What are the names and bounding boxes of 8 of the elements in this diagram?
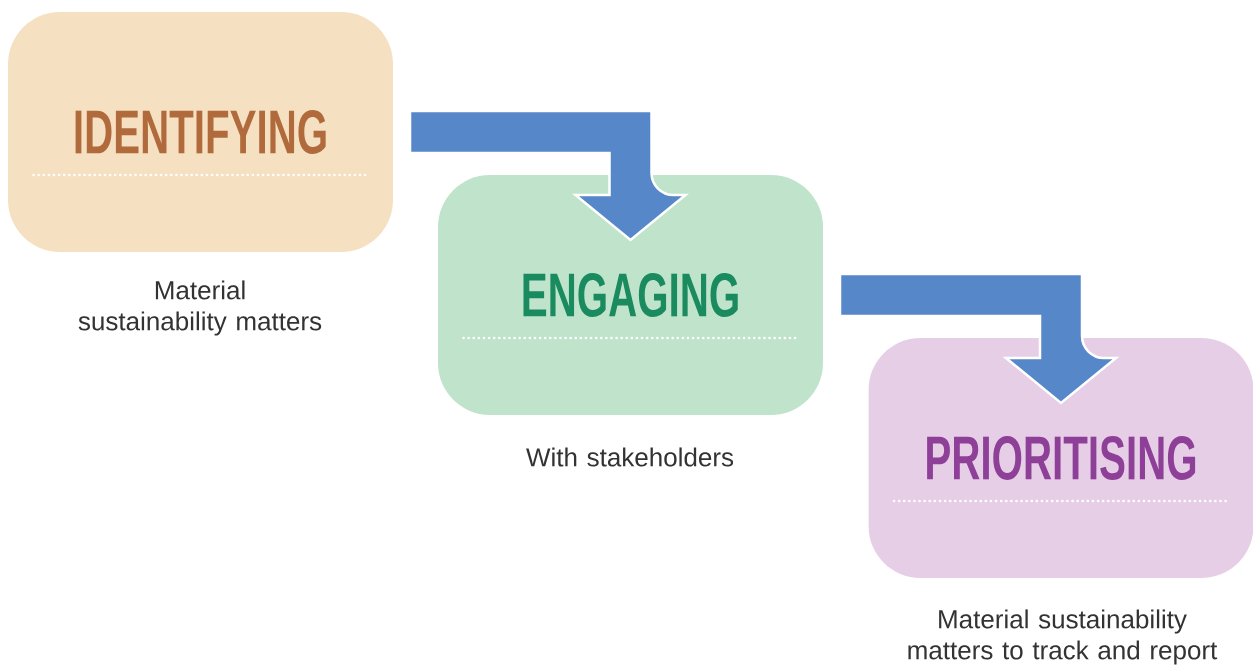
step-box: ENGAGING xyxy=(438,175,823,415)
arrow xyxy=(408,109,687,242)
step-box: PRIORITISING xyxy=(868,338,1253,578)
caption-text: Material sustainability matters xyxy=(78,280,322,336)
step-box: IDENTIFYING xyxy=(8,12,393,252)
caption-text: With stakeholders xyxy=(526,447,734,467)
caption-text: Material sustainability matters to track and report xyxy=(908,609,1218,665)
arrow xyxy=(838,272,1118,405)
